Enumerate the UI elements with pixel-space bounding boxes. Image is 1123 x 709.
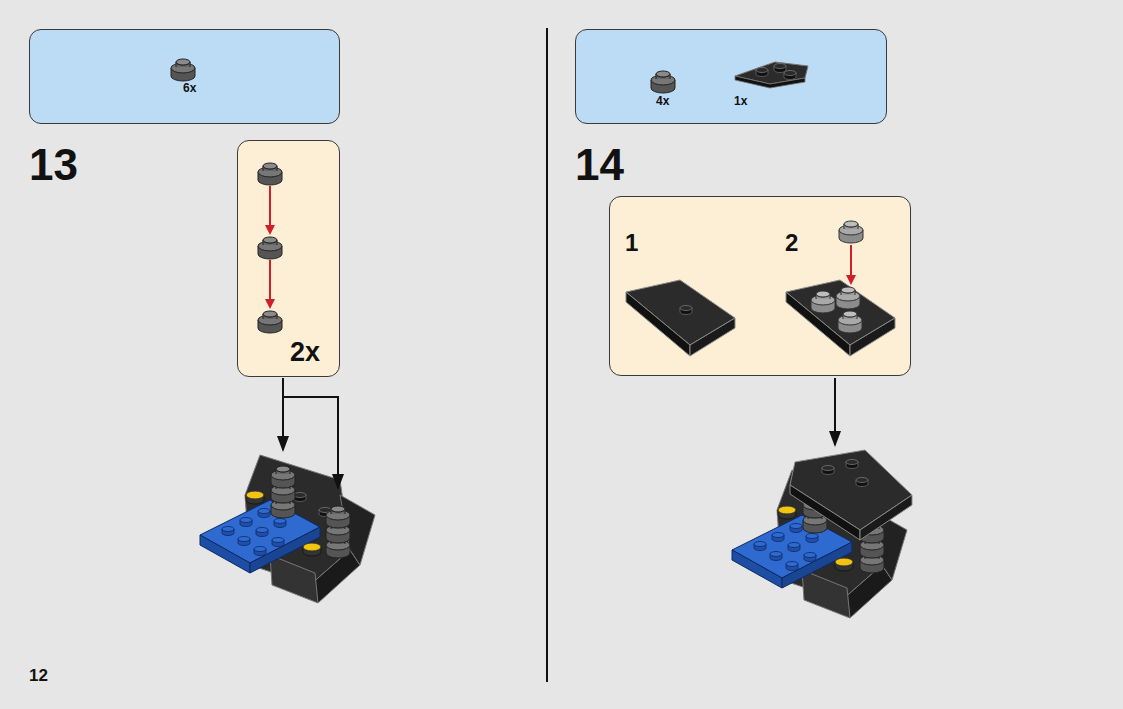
quantity-label: 1x	[734, 95, 747, 107]
sub-assembly-box: 2x	[237, 140, 340, 377]
page-number: 12	[29, 667, 48, 684]
quantity-label: 4x	[656, 95, 669, 107]
count-label: 1	[625, 231, 638, 255]
step-number: 13	[29, 143, 78, 187]
step-number: 14	[575, 143, 624, 187]
count-label: 2x	[290, 339, 320, 366]
parts-list-box: 4x 1x	[575, 29, 887, 124]
quantity-label: 6x	[183, 82, 196, 94]
count-label: 2	[785, 231, 798, 255]
